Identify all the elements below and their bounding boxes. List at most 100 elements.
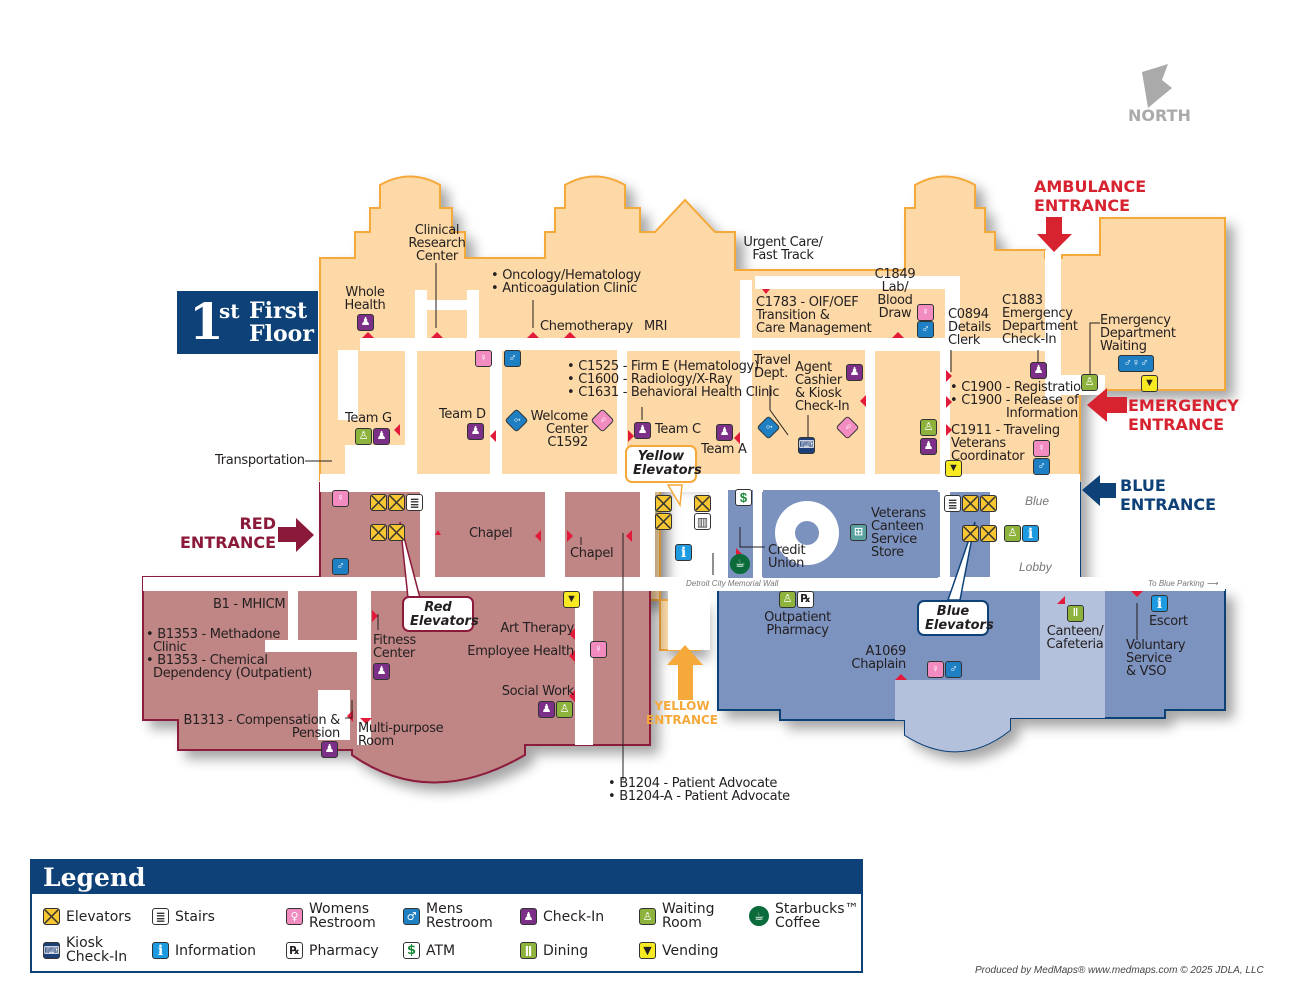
elevator-icon[interactable] [962, 495, 979, 512]
waiting-room-icon[interactable]: ♙ [1081, 374, 1098, 391]
pharmacy-icon[interactable]: ℞ [797, 591, 814, 608]
location-c1849-lab[interactable]: C1849 Lab/ Blood Draw [874, 267, 916, 321]
check-in-icon[interactable]: ♟ [1030, 362, 1047, 379]
location-team-c[interactable]: Team C [655, 422, 701, 437]
location-employee-health[interactable]: Employee Health [467, 644, 574, 659]
information-icon[interactable]: i [1151, 595, 1168, 612]
stairs-icon[interactable]: ≣ [944, 495, 961, 512]
waiting-room-icon[interactable]: ♙ [1004, 525, 1021, 542]
location-c0894-details-clerk[interactable]: C0894 Details Clerk [948, 307, 991, 348]
location-voluntary-service[interactable]: Voluntary Service & VSO [1126, 638, 1186, 679]
waiting-room-icon[interactable]: ♙ [556, 701, 573, 718]
location-mri[interactable]: MRI [644, 319, 668, 334]
waiting-room-icon[interactable]: ♙ [355, 428, 372, 445]
location-canteen-cafeteria[interactable]: Canteen/ Cafeteria [1046, 624, 1104, 652]
location-whole-health[interactable]: Whole Health [344, 285, 386, 313]
mens-restroom-icon[interactable]: ♂ [945, 661, 962, 678]
location-c1525-group[interactable]: • C1525 - Firm E (Hematology) • C1600 - … [567, 359, 780, 400]
location-canteen-service-store[interactable]: Veterans Canteen Service Store [871, 506, 926, 560]
check-in-icon[interactable]: ♟ [467, 423, 484, 440]
elevator-icon[interactable] [655, 513, 672, 530]
location-team-a[interactable]: Team A [701, 442, 747, 457]
location-welcome-center[interactable]: Welcome Center C1592 [530, 409, 589, 450]
elevator-icon[interactable] [388, 524, 405, 541]
waiting-room-icon[interactable]: ♙ [920, 419, 937, 436]
check-in-icon[interactable]: ♟ [716, 424, 733, 441]
location-outpatient-pharmacy[interactable]: Outpatient Pharmacy [764, 610, 831, 638]
information-icon[interactable]: i [675, 544, 692, 561]
location-urgent-care[interactable]: Urgent Care/ Fast Track [743, 235, 823, 263]
location-oncology[interactable]: • Oncology/Hematology • Anticoagulation … [491, 268, 641, 296]
location-b1353[interactable]: • B1353 - Methadone Clinic • B1353 - Che… [146, 627, 313, 681]
elevator-icon[interactable] [388, 494, 405, 511]
atm-icon[interactable]: $ [735, 489, 752, 506]
elevator-icon[interactable] [980, 495, 997, 512]
red-entrance-label[interactable]: RED ENTRANCE [180, 514, 276, 552]
check-in-icon[interactable]: ♟ [846, 364, 863, 381]
location-multipurpose-room[interactable]: Multi-purpose Room [358, 721, 444, 749]
red-elevators-callout[interactable]: Red Elevators [402, 596, 479, 632]
to-blue-parking-label[interactable]: To Blue Parking ⟶ [1148, 579, 1218, 588]
mens-restroom-icon[interactable]: ♂ [504, 350, 521, 367]
elevator-icon[interactable] [962, 525, 979, 542]
waiting-room-icon[interactable]: ♙ [779, 591, 796, 608]
vending-icon[interactable]: ▼ [1141, 375, 1158, 392]
family-restroom-icon[interactable]: ♂♀♂ [1118, 355, 1154, 372]
location-chapel-1[interactable]: Chapel [469, 526, 513, 541]
location-b1204-patient-advocate[interactable]: • B1204 - Patient Advocate • B1204-A - P… [608, 776, 790, 804]
location-c1900-registration[interactable]: • C1900 - Registration • C1900 - Release… [950, 380, 1089, 421]
location-art-therapy[interactable]: Art Therapy [500, 621, 574, 636]
womens-restroom-icon[interactable]: ♀ [332, 490, 349, 507]
ambulance-entrance-label[interactable]: AMBULANCE ENTRANCE [1034, 177, 1147, 215]
stairs-icon[interactable]: ▥ [694, 513, 711, 530]
location-b1313-compensation[interactable]: B1313 - Compensation & Pension [183, 713, 341, 741]
womens-restroom-icon[interactable]: ♀ [475, 350, 492, 367]
check-in-icon[interactable]: ♟ [920, 438, 937, 455]
womens-restroom-icon[interactable]: ♀ [590, 641, 607, 658]
location-escort[interactable]: Escort [1149, 614, 1188, 629]
location-clinical-research-center[interactable]: Clinical Research Center [408, 223, 466, 264]
elevator-icon[interactable] [370, 524, 387, 541]
womens-restroom-icon[interactable]: ♀ [1033, 440, 1050, 457]
location-a1069-chaplain[interactable]: A1069 Chaplain [851, 644, 906, 672]
check-in-icon[interactable]: ♟ [321, 741, 338, 758]
stairs-icon[interactable]: ≣ [406, 494, 423, 511]
location-chapel-2[interactable]: Chapel [570, 546, 614, 561]
location-ed-waiting[interactable]: Emergency Department Waiting [1100, 313, 1176, 354]
emergency-entrance-label[interactable]: EMERGENCY ENTRANCE [1128, 396, 1239, 434]
vending-icon[interactable]: ▼ [945, 460, 962, 477]
elevator-icon[interactable] [655, 495, 672, 512]
information-icon[interactable]: i [1022, 525, 1039, 542]
check-in-icon[interactable]: ♟ [357, 314, 374, 331]
location-credit-union[interactable]: Credit Union [768, 543, 806, 571]
blue-entrance-label[interactable]: BLUE ENTRANCE [1120, 476, 1216, 514]
starbucks-icon[interactable]: ☕ [730, 554, 750, 574]
gift-shop-icon[interactable]: ⊞ [850, 524, 867, 541]
location-travel-dept[interactable]: Travel Dept. [754, 353, 791, 381]
check-in-icon[interactable]: ♟ [373, 428, 390, 445]
check-in-icon[interactable]: ♟ [538, 701, 555, 718]
elevator-icon[interactable] [370, 494, 387, 511]
location-transportation[interactable]: Transportation [215, 453, 305, 468]
check-in-icon[interactable]: ♟ [373, 663, 390, 680]
elevator-icon[interactable] [980, 525, 997, 542]
dining-icon[interactable]: ǁ [1067, 605, 1084, 622]
location-agent-cashier[interactable]: Agent Cashier & Kiosk Check-In [795, 360, 850, 414]
blue-elevators-callout[interactable]: Blue Elevators [917, 600, 994, 636]
mens-restroom-icon[interactable]: ♂ [332, 558, 349, 575]
location-chemotherapy[interactable]: Chemotherapy [540, 319, 633, 334]
womens-restroom-icon[interactable]: ♀ [917, 304, 934, 321]
womens-restroom-icon[interactable]: ♀ [927, 661, 944, 678]
yellow-entrance-label[interactable]: YELLOW ENTRANCE [646, 699, 718, 727]
location-team-d[interactable]: Team D [439, 407, 486, 422]
location-team-g[interactable]: Team G [345, 411, 392, 426]
mens-restroom-icon[interactable]: ♂ [1033, 458, 1050, 475]
location-c1783-oif-oef[interactable]: C1783 - OIF/OEF Transition & Care Manage… [756, 295, 872, 336]
location-c1911-traveling-veterans[interactable]: C1911 - Traveling Veterans Coordinator [951, 423, 1060, 464]
mens-restroom-icon[interactable]: ♂ [917, 321, 934, 338]
check-in-icon[interactable]: ♟ [634, 422, 651, 439]
yellow-elevators-callout[interactable]: Yellow Elevators [625, 445, 702, 483]
location-social-work[interactable]: Social Work [501, 684, 575, 699]
elevator-icon[interactable] [694, 495, 711, 512]
location-fitness-center[interactable]: Fitness Center [373, 633, 416, 661]
